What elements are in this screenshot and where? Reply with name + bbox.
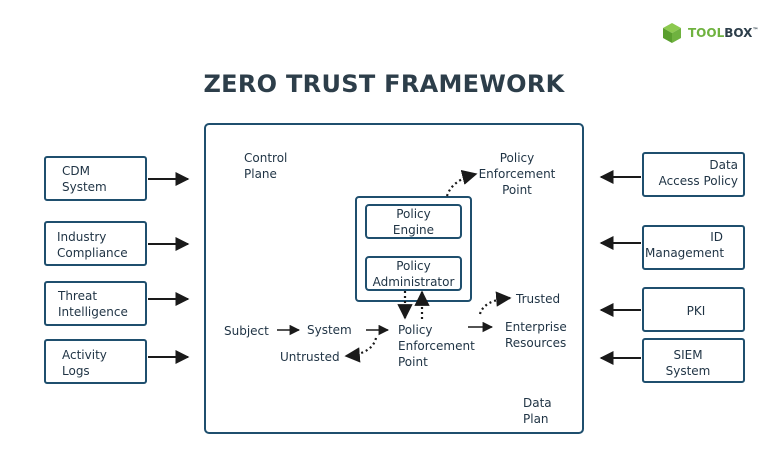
policy-admin-label: Policy Administrator	[372, 259, 455, 289]
cdm-system-label: CDM System	[62, 164, 107, 194]
cube-logo-icon	[663, 23, 681, 43]
arrow-to-top-pep	[445, 169, 478, 197]
data-access-policy-label: Data Access Policy	[658, 158, 738, 188]
subject-label: Subject	[224, 324, 269, 338]
enterprise-resources-label: Enterprise Resources	[505, 320, 567, 350]
untrusted-label: Untrusted	[280, 350, 340, 364]
arrow-to-trusted	[478, 291, 512, 315]
pki-label: PKI	[686, 304, 706, 318]
activity-logs-label: Activity Logs	[62, 348, 107, 378]
policy-admin-box	[365, 256, 462, 291]
siem-system-label: SIEM System	[665, 348, 711, 378]
policy-engine-label: Policy Engine	[392, 207, 435, 237]
page-title: ZERO TRUST FRAMEWORK	[203, 70, 565, 98]
trusted-label: Trusted	[516, 292, 561, 306]
brand-name-part2: BOX	[724, 26, 753, 40]
toolbox-logo: TOOLBOX™	[662, 22, 758, 44]
main-framework-box	[204, 123, 584, 434]
brand-name-part1: TOOL	[688, 26, 725, 40]
industry-compliance-box	[44, 221, 147, 266]
policy-engine-box	[365, 204, 462, 239]
data-plane-label: Data Plan	[523, 396, 552, 426]
activity-logs-box	[44, 339, 147, 384]
brand-trademark: ™	[752, 27, 759, 34]
siem-system-box	[642, 338, 745, 383]
threat-intelligence-box	[44, 281, 147, 326]
middle-pep-label: Policy Enforcement Point	[398, 323, 475, 369]
data-access-policy-box	[642, 152, 745, 197]
pki-box	[642, 287, 745, 332]
system-label: System	[307, 323, 352, 337]
threat-intelligence-label: Threat Intelligence	[58, 289, 128, 319]
policy-container-box	[355, 196, 472, 302]
id-management-box	[642, 225, 745, 270]
brand-name: TOOLBOX™	[688, 26, 758, 40]
cdm-system-box	[44, 156, 147, 201]
arrow-to-untrusted	[344, 337, 378, 363]
industry-compliance-label: Industry Compliance	[57, 230, 128, 260]
id-management-label: ID Management	[645, 230, 725, 260]
top-pep-label: Policy Enforcement Point	[478, 151, 556, 197]
control-plane-label: Control Plane	[244, 151, 288, 181]
